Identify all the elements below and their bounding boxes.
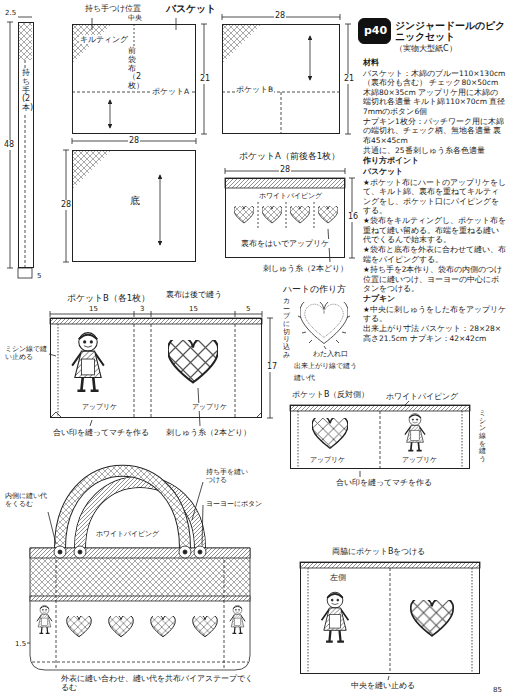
note: 縫い代 — [293, 374, 316, 382]
node-text: キルティング — [79, 35, 129, 44]
note: 出来上がり線で縫う — [293, 362, 358, 370]
node-heading: ハートの作り方 — [282, 284, 347, 294]
pocket-pattern: ポケットA（前後各1枚）ホワイトパイピング裏布をはいでアップリケ — [225, 178, 345, 258]
dimension: 16 — [347, 212, 359, 222]
section-heading: 材料 — [362, 58, 507, 68]
node-text: 前袋布（2枚） — [127, 47, 137, 91]
node-text: 持ち手(2本) — [21, 69, 31, 113]
dimension: 15 — [188, 305, 199, 313]
instruction-text: ★袋布と底布を外表に合わせて縫い、布端をパイピングする。 — [362, 245, 507, 264]
node-text: 底 — [129, 195, 141, 207]
bag-panel-pattern: キルティング前袋布（2枚） ポケットA — [72, 24, 196, 134]
section-heading: ナプキン — [362, 294, 507, 303]
node-text: 左側 — [329, 573, 347, 582]
note: 中央を縫い止める — [350, 681, 416, 690]
node-text: ポケットB — [235, 85, 274, 94]
subtitle: （実物大型紙C） — [394, 44, 458, 54]
node-text: ポケットA — [151, 87, 190, 96]
dimension: 48 — [3, 140, 15, 150]
note: 外表に縫い合わせ、縫い代を共布バイアステープでくるむ — [60, 674, 257, 692]
instruction-text: ★袋布をキルティングし、ポケット布を重ねて縫い留める。布端を重ねる縫い代でくるん… — [362, 216, 507, 244]
section-title: バスケット — [165, 3, 217, 15]
note: 合い印を縫ってマチを作る — [52, 428, 150, 437]
section-heading: 作り方ポイント — [362, 156, 507, 166]
note: 刺しゅう糸（2本どり） — [165, 428, 252, 437]
dimension: 15 — [88, 305, 99, 313]
dimension: 17 — [266, 362, 278, 372]
dimension: 3 — [139, 305, 145, 313]
dimension: 28 — [60, 200, 72, 210]
materials-text: ナプキン1枚分：パッチワーク用に木綿の端切れ、チェック柄、無地各適量 裏布45×… — [362, 117, 507, 145]
dimension: 5 — [36, 272, 42, 280]
dimension: 21 — [343, 74, 355, 84]
bottom-pattern: 底 — [72, 150, 196, 262]
instruction-text: ★持ち手を2本作り、袋布の内側のつけ位置に縫いつけ、ヨーヨーの中心にボタンをつけ… — [362, 265, 507, 293]
finished-size: 出来上がり寸法 バスケット：28×28×高さ21.5cm ナプキン：42×42c… — [362, 324, 507, 343]
page-badge: p40 — [358, 18, 391, 44]
note: 合い印を縫ってマチを作る — [335, 478, 433, 487]
note: 刺しゅう糸（2本どり） — [262, 264, 349, 273]
note: ミシン線で縫い止める — [4, 345, 48, 362]
dimension: 28 — [279, 165, 291, 175]
node-text: 裏布をはいでアップリケ — [240, 239, 330, 248]
note: 持ち手つけ位置 — [84, 4, 142, 13]
node-heading: ポケットA（前後各1枚） — [238, 151, 341, 161]
node-heading: ポケットB（各1枚） — [66, 293, 151, 303]
node-text: アップリケ — [309, 456, 346, 464]
bag-panel-pattern: ポケットB — [222, 24, 340, 134]
dimension: 1.5 — [14, 640, 27, 648]
handle-pattern: 持ち手(2本) — [18, 22, 34, 268]
note: 裏布は後で縫う — [165, 290, 223, 299]
pocket-pattern: ポケットB（各1枚）アップリケアップリケ — [50, 318, 262, 418]
note: ホワイトパイピング — [385, 392, 459, 401]
section-heading: バスケット — [362, 167, 507, 176]
dimension: 28 — [274, 11, 286, 21]
note: わた入れ口 — [312, 350, 349, 358]
node-text: ホワイトパイピング — [258, 192, 323, 200]
node-text: p40 — [363, 24, 388, 37]
dimension: 5 — [245, 305, 251, 313]
heart-shape: ハートの作り方 — [300, 302, 348, 346]
instruction-text: ★ポケット布にハートのアップリケをして、キルト綿、裏布を重ねてキルティングをし、… — [362, 178, 507, 216]
node-text: アップリケ — [401, 456, 438, 464]
page-number: 85 — [492, 686, 503, 694]
node-heading: ポケットB（反対側） — [291, 390, 371, 400]
materials-text: 共通に、25番刺しゅう糸各色適量 — [362, 146, 507, 155]
note: 中央 — [127, 14, 143, 22]
materials-text: バスケット：木綿のブルー110×130cm（裏布分も含む） チェック80×50c… — [362, 69, 507, 116]
note: 内側に縫い代をくるむ — [4, 492, 48, 509]
dimension: 28 — [128, 136, 140, 146]
pocket-pattern: ポケットB（反対側）アップリケアップリケ — [290, 405, 470, 469]
node-text: アップリケ — [81, 403, 118, 411]
heart-outline — [300, 302, 348, 346]
note: ホワイトパイピング — [95, 530, 160, 538]
node-heading: 両脇にポケットBをつける — [331, 547, 427, 557]
dimension: 21 — [199, 74, 211, 84]
node-text: アップリケ — [191, 403, 228, 411]
instruction-text: ★中央に刺しゅうをした布をアップリケする。 — [362, 305, 507, 324]
note: 持ち手を縫いつける — [205, 468, 255, 485]
note: カーブに切り込み — [282, 298, 291, 360]
assembly-view: 両脇にポケットBをつける左側 — [300, 562, 480, 674]
dimension: 2.5 — [4, 9, 17, 17]
note: ヨーヨーにボタン — [205, 500, 263, 508]
note: ミシン線を縫う — [478, 410, 487, 464]
page-title: ジンジャードールのピクニックセット — [394, 20, 508, 43]
